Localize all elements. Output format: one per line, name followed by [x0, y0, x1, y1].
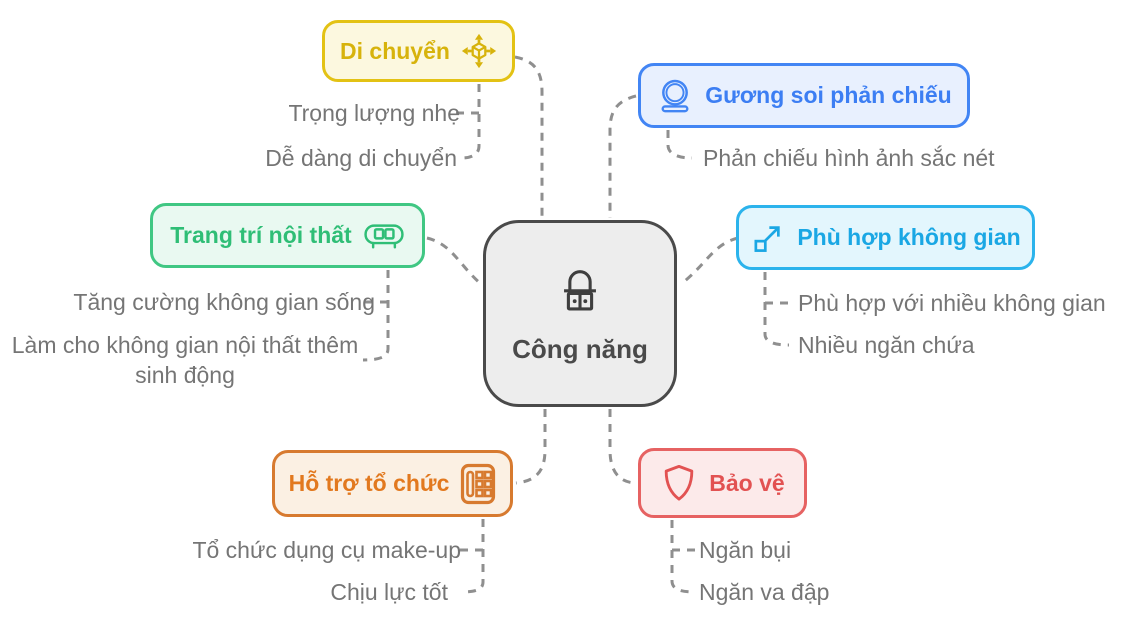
- connector-center-to-bao-ve: [608, 409, 638, 485]
- center-node-cong-nang: Công năng: [483, 220, 677, 407]
- leaf-nhieu-ngan-chua: Nhiều ngăn chứa: [798, 332, 975, 358]
- leaf-ngan-va-dap: Ngăn va đập: [699, 579, 830, 605]
- branch-node-ho-tro-to-chuc: Hỗ trợ tổ chức: [272, 450, 513, 517]
- branch-node-label: Hỗ trợ tổ chức: [288, 470, 450, 496]
- connector-center-to-trang-tri: [426, 236, 482, 286]
- branch-node-label: Phù hợp không gian: [797, 224, 1021, 250]
- vanity-dresser-icon: [549, 263, 611, 326]
- branch-node-phu-hop-khong-gian: Phù hợp không gian: [736, 205, 1035, 270]
- connector-phu-hop-leaves: [763, 272, 790, 347]
- leaf-lam-cho-khong-gian: Làm cho không gian nội thất thêm sinh độ…: [11, 332, 359, 388]
- connector-ho-tro-leaves: [460, 519, 485, 594]
- leaf-phu-hop-nhieu-khong-gian: Phù hợp với nhiều không gian: [798, 290, 1106, 316]
- leaf-phan-chieu-hinh-anh: Phản chiếu hình ảnh sắc nét: [703, 145, 995, 171]
- connector-center-to-phu-hop: [680, 236, 739, 286]
- branch-node-label: Gương soi phản chiếu: [705, 82, 952, 108]
- branch-node-trang-tri-noi-that: Trang trí nội thất: [150, 203, 425, 268]
- leaf-to-chuc-dung-cu: Tổ chức dụng cụ make-up: [192, 537, 461, 563]
- center-node-label: Công năng: [512, 333, 648, 364]
- connector-trang-tri-leaves: [362, 270, 390, 362]
- branch-node-di-chuyen: Di chuyển: [322, 20, 515, 82]
- leaf-chiu-luc-tot: Chịu lực tốt: [330, 579, 448, 605]
- branch-node-guong-soi-phan-chieu: Gương soi phản chiếu: [638, 63, 970, 128]
- connector-center-to-ho-tro: [515, 409, 547, 485]
- move-icon: [461, 33, 497, 69]
- connector-guong-soi-leaves: [666, 130, 693, 160]
- expand-icon: [750, 220, 786, 256]
- leaf-trong-luong-nhe: Trọng lượng nhẹ: [288, 100, 460, 126]
- branch-node-label: Trang trí nội thất: [170, 222, 352, 248]
- shield-icon: [660, 463, 698, 503]
- connector-bao-ve-leaves: [670, 520, 696, 594]
- branch-node-label: Bảo vệ: [709, 469, 785, 496]
- mirror-icon: [656, 77, 694, 115]
- leaf-ngan-bui: Ngăn bụi: [699, 537, 792, 563]
- sofa-icon: [363, 219, 405, 253]
- connector-center-to-guong-soi: [608, 94, 637, 218]
- connector-center-to-di-chuyen: [514, 55, 544, 218]
- branch-node-label: Di chuyển: [340, 37, 450, 64]
- leaf-tang-cuong-khong-gian: Tăng cường không gian sống: [73, 289, 375, 315]
- organizer-icon: [460, 463, 496, 505]
- connector-di-chuyen-leaves: [460, 84, 481, 160]
- leaf-de-dang-di-chuyen: Dễ dàng di chuyển: [265, 145, 457, 171]
- branch-node-bao-ve: Bảo vệ: [638, 448, 807, 518]
